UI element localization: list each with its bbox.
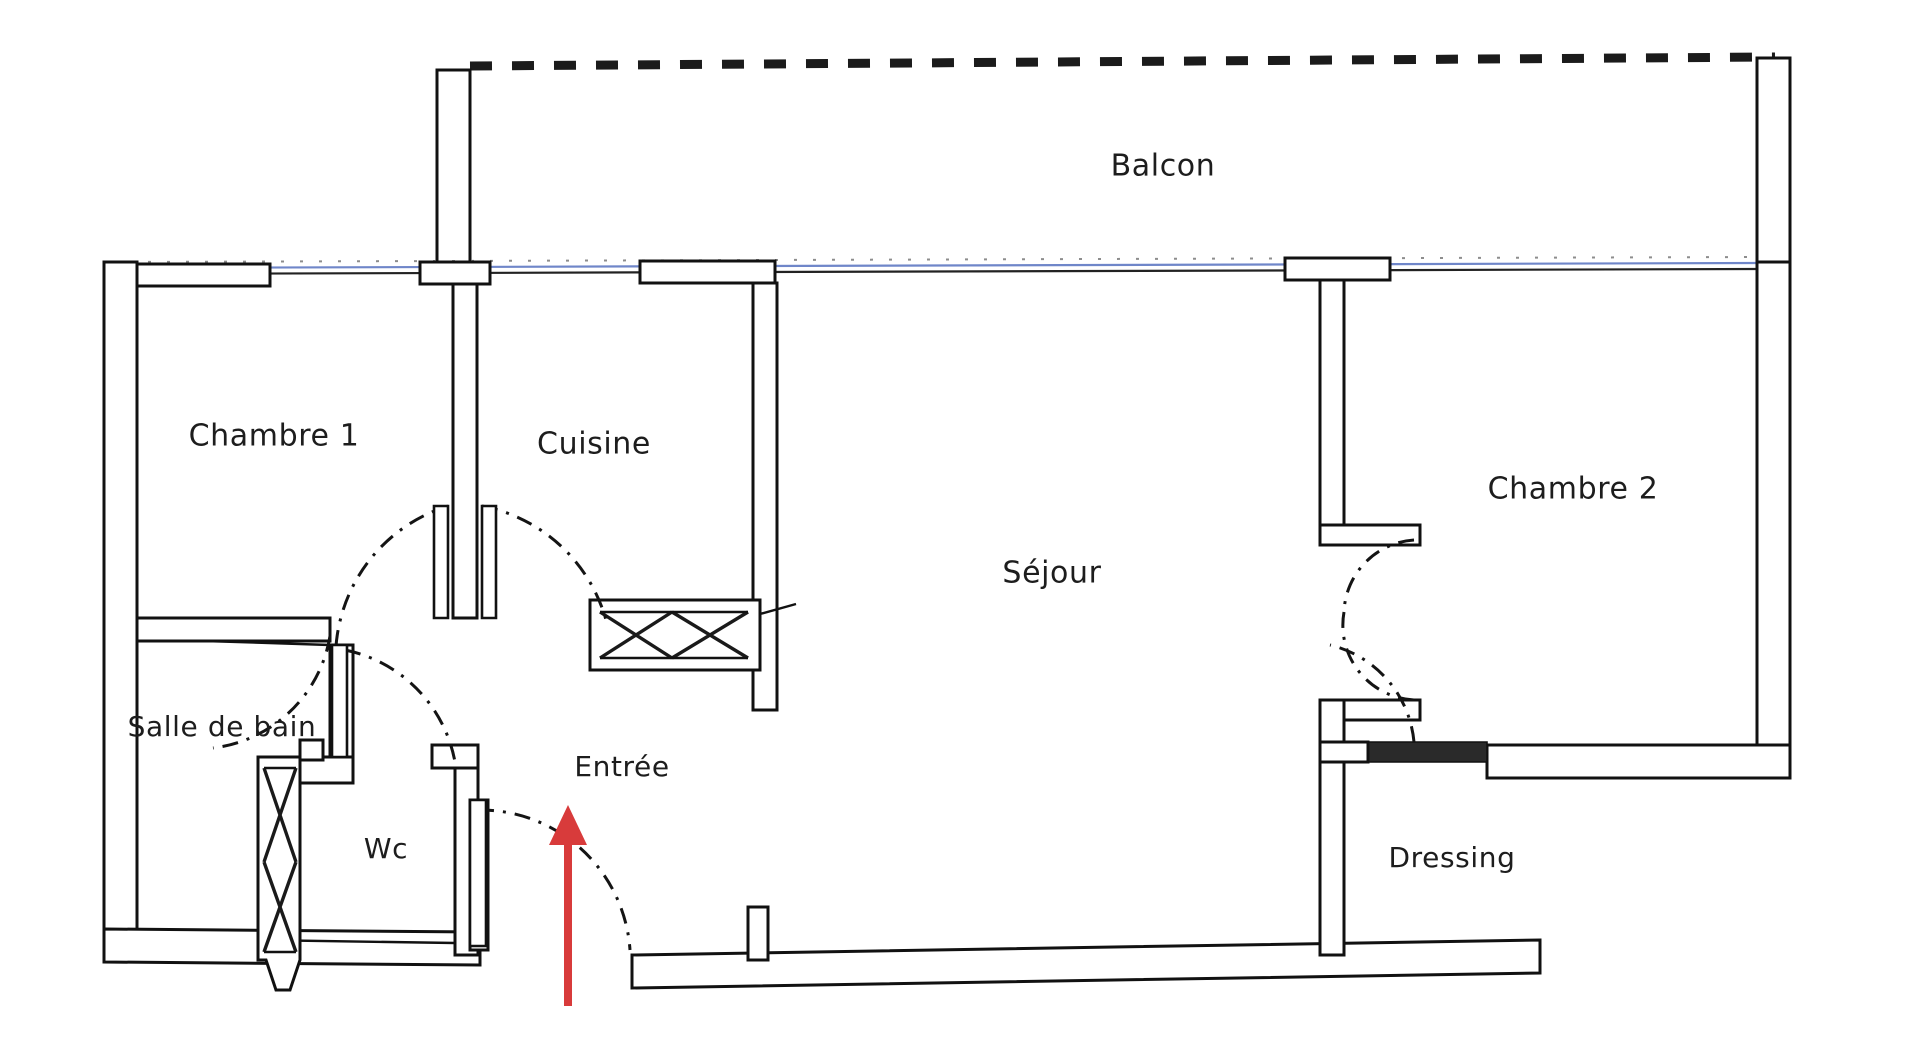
door-swing-wc (330, 643, 457, 763)
balcony-left-stub-wall (435, 68, 472, 266)
door-swing-dressing (1329, 643, 1416, 743)
room-label-dressing: Dressing (1389, 841, 1516, 874)
wall-sejour-chambre2 (1318, 278, 1422, 957)
room-label-balcon: Balcon (1111, 149, 1216, 184)
door-swing-cuisine (480, 504, 608, 621)
entry-direction-arrow (549, 805, 587, 1006)
north-window-run (109, 256, 1758, 276)
room-label-wc: Wc (364, 832, 408, 865)
room-label-chambre1: Chambre 1 (189, 419, 360, 454)
balcony-dashed-edge (469, 52, 1776, 71)
room-label-chambre2: Chambre 2 (1488, 472, 1659, 507)
sejour-south-stub (746, 905, 770, 962)
door-swing-entree (468, 798, 632, 951)
north-wall-segments (110, 256, 1392, 288)
room-label-salle-de-bain: Salle de bain (128, 710, 317, 743)
duct-wc-shaft (256, 755, 302, 992)
door-swing-salle-de-bain (212, 635, 332, 750)
apartment-outer-walls (102, 260, 1792, 990)
door-swing-chambre1 (334, 504, 450, 647)
room-label-sejour: Séjour (1002, 556, 1101, 591)
wall-chambre1-south (135, 616, 332, 647)
dressing-threshold (1318, 740, 1488, 764)
wall-chambre1-cuisine (451, 282, 479, 620)
room-label-entree: Entrée (574, 750, 669, 783)
balcony-right-wall (1755, 56, 1792, 264)
duct-cuisine-shaft (588, 598, 797, 672)
door-swing-chambre2 (1341, 538, 1415, 702)
room-label-cuisine: Cuisine (537, 427, 651, 462)
